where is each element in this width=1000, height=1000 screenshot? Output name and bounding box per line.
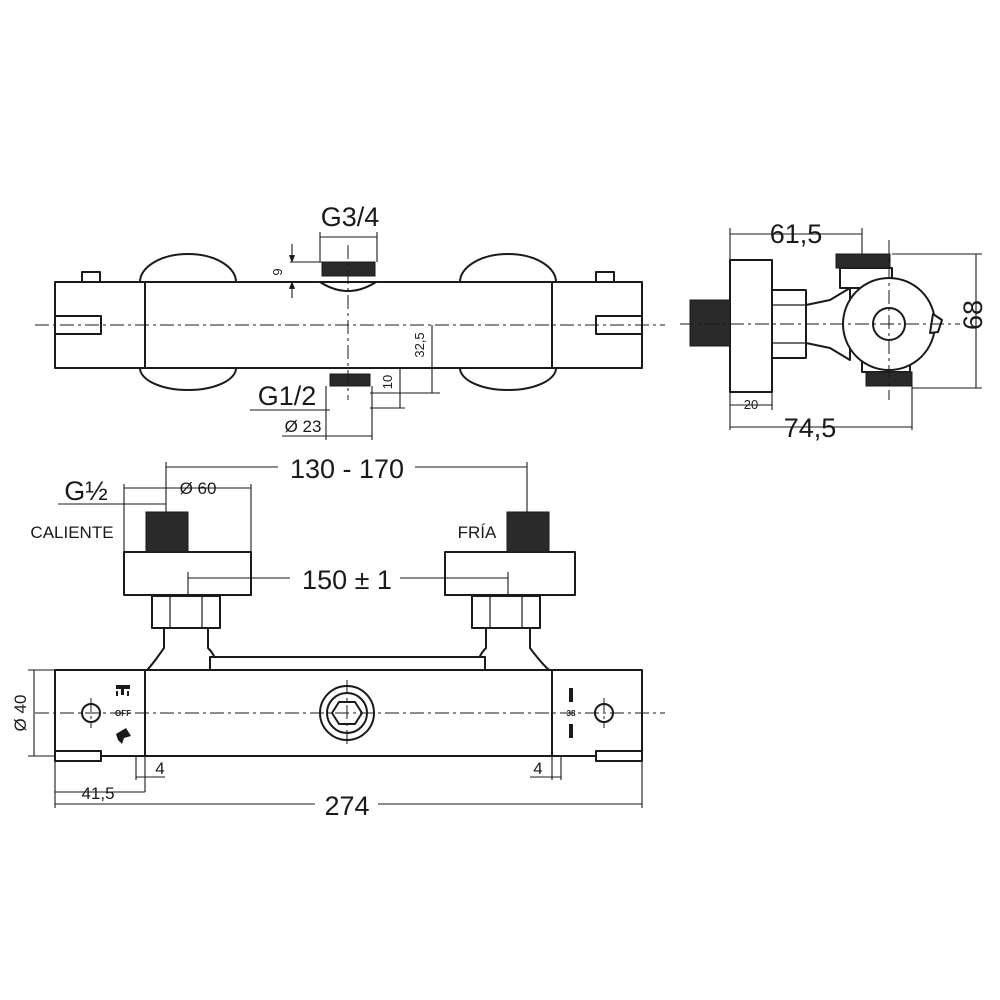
top-right-disc-lower: [459, 367, 557, 391]
front-right-foot: [595, 750, 643, 762]
shower-head-icon: [116, 685, 130, 696]
side-top-thread: [835, 253, 891, 269]
dim-150-label: 150 ± 1: [302, 565, 392, 595]
dim-274-label: 274: [324, 791, 369, 821]
dim-68-label: 68: [958, 300, 988, 330]
dim-d40-label: Ø 40: [11, 695, 30, 732]
bottom-outlet-thread: [329, 373, 371, 387]
temp-mark-top: [569, 688, 573, 702]
dim-61-5-label: 61,5: [770, 219, 823, 249]
front-right-eccentric-plate: [444, 551, 576, 596]
label-hot: CALIENTE: [30, 523, 113, 542]
side-wall-plate: [729, 259, 773, 393]
top-view: G3/4 9 32,5 10 G1/2 Ø 23: [35, 202, 665, 440]
dim-g34-label: G3/4: [321, 202, 380, 232]
side-inlet-thread: [689, 299, 731, 347]
dim-41-5-label: 41,5: [81, 784, 114, 803]
dim-10-label: 10: [380, 375, 395, 389]
top-right-stud: [595, 271, 615, 283]
front-right-inlet-thread: [506, 511, 550, 553]
dim-9-label: 9: [270, 268, 285, 275]
side-view: 61,5 68 20 74,5: [680, 219, 988, 443]
top-left-disc-upper: [139, 253, 237, 283]
dim-32-5-label: 32,5: [412, 332, 427, 357]
hand-shower-icon: [116, 728, 131, 744]
dim-g-half-label: G½: [64, 476, 108, 506]
dim-20-label: 20: [744, 397, 758, 412]
top-left-disc-lower: [139, 367, 237, 391]
dim-130-170-label: 130 - 170: [290, 454, 404, 484]
front-left-foot: [54, 750, 102, 762]
front-right-nut: [471, 595, 541, 629]
dim-d23-label: Ø 23: [285, 417, 322, 436]
front-crossbar: [209, 656, 486, 671]
label-cold: FRÍA: [458, 523, 497, 542]
top-outlet-base: [319, 281, 377, 292]
top-right-disc-upper: [459, 253, 557, 283]
dim-4-right-label: 4: [533, 759, 542, 778]
front-left-inlet-thread: [145, 511, 189, 553]
front-view: OFF 38 130 - 170 G½ Ø 60 CALIENTE FRÍA: [11, 454, 665, 821]
top-left-stud: [81, 271, 101, 283]
dim-d60-label: Ø 60: [180, 479, 217, 498]
dim-4-left-label: 4: [155, 759, 164, 778]
temp-mark-bottom: [569, 724, 573, 738]
front-left-nut: [151, 595, 221, 629]
side-neck: [805, 287, 851, 361]
dim-74-5-label: 74,5: [784, 413, 837, 443]
dim-g12-label: G1/2: [258, 381, 317, 411]
